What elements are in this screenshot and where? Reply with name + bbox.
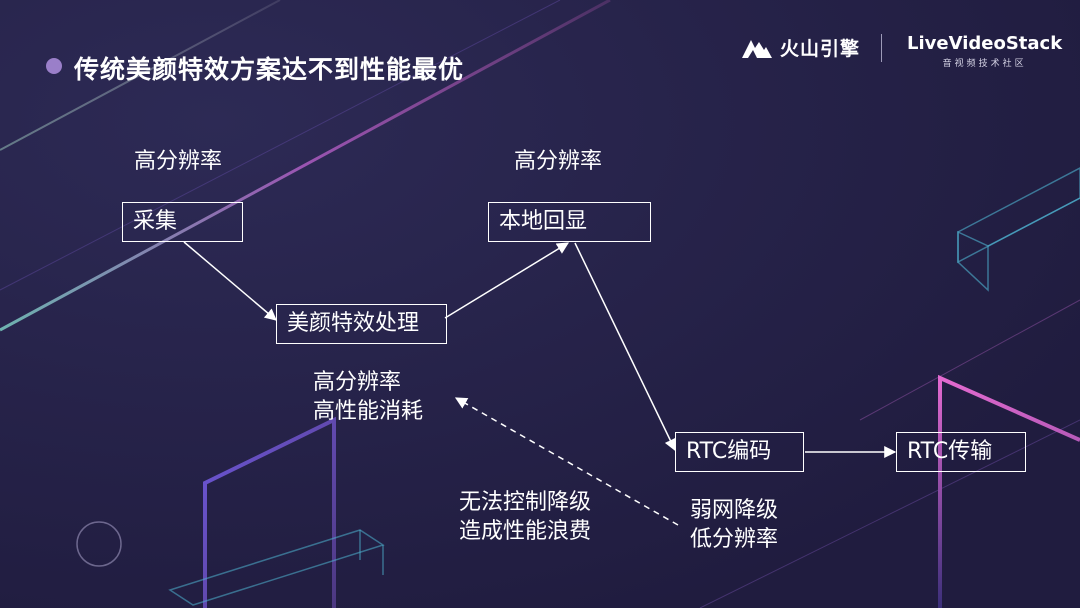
waste-note-line2: 造成性能浪费 [459, 519, 592, 544]
beauty-note-resolution: 高分辨率 [313, 370, 402, 395]
node-rtc-transmit: RTC传输 [896, 432, 1026, 472]
arrow-display-to-encode [574, 242, 676, 452]
node-beauty-effects: 美颜特效处理 [276, 304, 447, 344]
waste-note-line1: 无法控制降级 [459, 490, 592, 515]
node-rtc-encode: RTC编码 [675, 432, 804, 472]
frame-bottom-right [938, 374, 1080, 608]
logo-divider [881, 34, 882, 62]
page-title: 传统美颜特效方案达不到性能最优 [74, 55, 465, 84]
node-local-display: 本地回显 [488, 202, 651, 242]
arrow-beauty-to-display [444, 242, 570, 319]
weak-network-line2: 低分辨率 [690, 527, 779, 552]
frame-bottom-left [203, 416, 336, 608]
title-bullet [46, 58, 62, 74]
display-resolution-label: 高分辨率 [514, 149, 603, 174]
ring-decoration [76, 521, 122, 567]
volcano-engine-text: 火山引擎 [780, 37, 861, 60]
cube-bottom-left [168, 529, 385, 606]
livevideostack-subtitle: 音视频技术社区 [942, 59, 1027, 69]
node-capture: 采集 [122, 202, 243, 242]
diagonal-light-5 [859, 299, 1080, 421]
livevideostack-text: LiveVideoStack [907, 33, 1063, 54]
diagonal-light-2 [0, 0, 281, 151]
volcano-mountain-icon [742, 40, 772, 58]
diagonal-light-3 [0, 0, 561, 291]
capture-resolution-label: 高分辨率 [134, 149, 223, 174]
diagonal-light-4 [699, 419, 1080, 608]
weak-network-line1: 弱网降级 [690, 498, 779, 523]
arrow-capture-to-beauty [183, 241, 277, 321]
volcano-engine-logo: 火山引擎 [742, 32, 860, 62]
diagonal-light-1 [0, 0, 611, 332]
beauty-note-performance: 高性能消耗 [313, 399, 424, 424]
cube-right [957, 167, 1080, 292]
livevideostack-logo: LiveVideoStack 音视频技术社区 [907, 33, 1062, 69]
arrow-weak-network-dashed [454, 397, 679, 526]
